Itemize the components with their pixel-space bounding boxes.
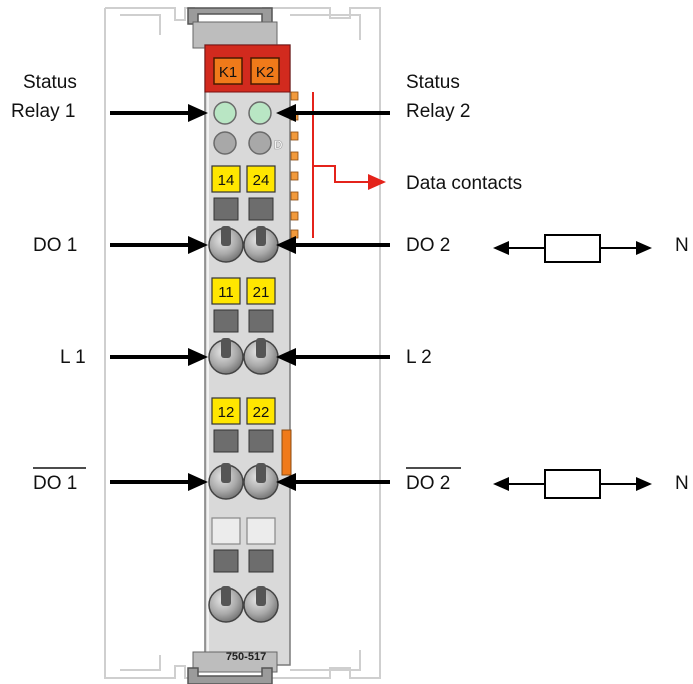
- clamp-release-empty-2: [248, 549, 274, 573]
- wire-entry-do2-inv: [243, 463, 279, 500]
- wire-entry-do1-inv: [208, 463, 244, 500]
- relay-k1-label: K1: [219, 64, 237, 81]
- label-do1: DO 1: [33, 235, 77, 256]
- clamp-release-do2-inv: [248, 429, 274, 453]
- label-n-top: N: [675, 235, 689, 256]
- wire-entry-do1: [208, 226, 244, 263]
- wire-entry-empty-1: [208, 586, 244, 623]
- svg-text:12: 12: [218, 404, 235, 421]
- top-clip: [187, 7, 278, 49]
- svg-text:21: 21: [253, 284, 270, 301]
- housing-outline: [104, 7, 381, 679]
- terminal-12: 12: [211, 397, 241, 425]
- label-status-relay2-line1: Status: [406, 72, 460, 93]
- relay-k2-label: K2: [256, 64, 274, 81]
- terminal-empty-1: [211, 517, 241, 545]
- terminal-22: 22: [246, 397, 276, 425]
- clamp-release-do1: [213, 197, 239, 221]
- arrow-do2-inverted: [276, 473, 390, 491]
- label-do2: DO 2: [406, 235, 450, 256]
- terminal-14: 14: [211, 165, 241, 193]
- clamp-release-do1-inv: [213, 429, 239, 453]
- arrow-l2: [276, 348, 390, 366]
- label-status-relay1-line1: Status: [23, 72, 77, 93]
- model-number: 750-517: [226, 651, 266, 663]
- svg-text:24: 24: [253, 172, 270, 189]
- bottom-clip: [187, 651, 278, 684]
- data-contacts-connector: [312, 92, 372, 238]
- status-led-relay2: [248, 101, 272, 125]
- wire-entry-empty-2: [243, 586, 279, 623]
- label-data-contacts: Data contacts: [406, 173, 522, 194]
- status-led-relay1: [213, 101, 237, 125]
- arrow-status-relay2: [276, 104, 390, 122]
- label-status-relay2-line2: Relay 2: [406, 101, 470, 122]
- arrow-l1: [110, 348, 208, 366]
- svg-text:11: 11: [218, 284, 234, 301]
- label-l2: L 2: [406, 347, 432, 368]
- relay-k2: K2: [250, 57, 280, 85]
- data-contacts-arrowhead: [368, 174, 386, 190]
- power-contact-tab: [281, 429, 292, 476]
- arrow-do2: [276, 236, 390, 254]
- label-do1-inverted: DO 1: [33, 473, 77, 494]
- wire-entry-l1: [208, 338, 244, 375]
- diag-led-2: [248, 131, 272, 155]
- label-n-bottom: N: [675, 473, 689, 494]
- terminal-21: 21: [246, 277, 276, 305]
- arrow-do1-inverted: [110, 473, 208, 491]
- label-do2-inverted: DO 2: [406, 473, 450, 494]
- diag-led-1: [213, 131, 237, 155]
- load-circuit-do2-inverted: [493, 469, 652, 499]
- clamp-release-empty-1: [213, 549, 239, 573]
- led-d-label: D: [274, 138, 283, 152]
- relay-k1: K1: [213, 57, 243, 85]
- clamp-release-l2: [248, 309, 274, 333]
- terminal-empty-2: [246, 517, 276, 545]
- terminal-11: 11: [211, 277, 241, 305]
- terminal-24: 24: [246, 165, 276, 193]
- load-circuit-do2: [493, 234, 652, 263]
- arrow-do1: [110, 236, 208, 254]
- label-status-relay1-line2: Relay 1: [11, 101, 75, 122]
- svg-text:22: 22: [253, 404, 270, 421]
- arrow-status-relay1: [110, 104, 208, 122]
- clamp-release-l1: [213, 309, 239, 333]
- label-l1: L 1: [60, 347, 86, 368]
- clamp-release-do2: [248, 197, 274, 221]
- svg-text:14: 14: [218, 172, 235, 189]
